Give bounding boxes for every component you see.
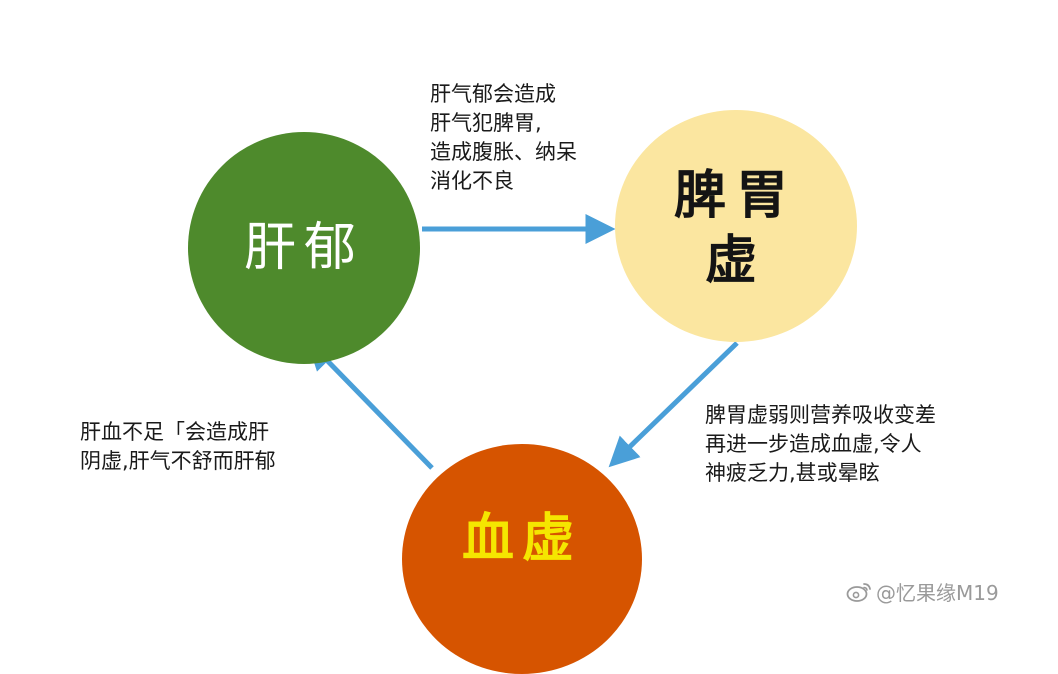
edge-label-line: 肝血不足「会造成肝: [80, 420, 269, 444]
edge-label-line: 肝气郁会造成: [430, 82, 556, 106]
arrow-spleen-to-blood: [608, 341, 739, 468]
edge-label-line: 阴虚,肝气不舒而肝郁: [80, 449, 276, 473]
edge-label-line: 肝气犯脾胃,: [430, 111, 542, 135]
edge-label-liver-to-spleen: 肝气郁会造成 肝气犯脾胃, 造成腹胀、纳呆 消化不良: [430, 80, 577, 196]
node-blood-deficiency-label: 血虚: [461, 507, 582, 569]
edge-label-blood-to-liver: 肝血不足「会造成肝 阴虚,肝气不舒而肝郁: [80, 418, 276, 476]
arrows-layer: [306, 214, 739, 470]
edge-label-line: 再进一步造成血虚,令人: [705, 432, 922, 456]
node-spleen-stomach-label-line2: 虚: [704, 230, 767, 291]
edge-label-line: 神疲乏力,甚或晕眩: [705, 461, 880, 485]
weibo-icon: [846, 582, 871, 602]
edge-label-line: 造成腹胀、纳呆: [430, 140, 577, 164]
edge-label-spleen-to-blood: 脾胃虚弱则营养吸收变差 再进一步造成血虚,令人 神疲乏力,甚或晕眩: [705, 401, 936, 488]
node-blood-deficiency: 血虚: [402, 444, 642, 674]
edge-label-line: 消化不良: [430, 169, 514, 193]
node-spleen-stomach-deficiency: 脾胃 虚: [615, 110, 857, 342]
edge-label-line: 脾胃虚弱则营养吸收变差: [705, 403, 936, 427]
node-spleen-stomach-label-line1: 脾胃: [673, 165, 798, 226]
arrow-blood-to-liver: [306, 339, 434, 470]
node-liver-stagnation: 肝郁: [188, 132, 420, 364]
node-liver-stagnation-label: 肝郁: [243, 217, 364, 278]
watermark: @忆果缘M19: [846, 577, 999, 606]
watermark-text: @忆果缘M19: [876, 581, 999, 605]
